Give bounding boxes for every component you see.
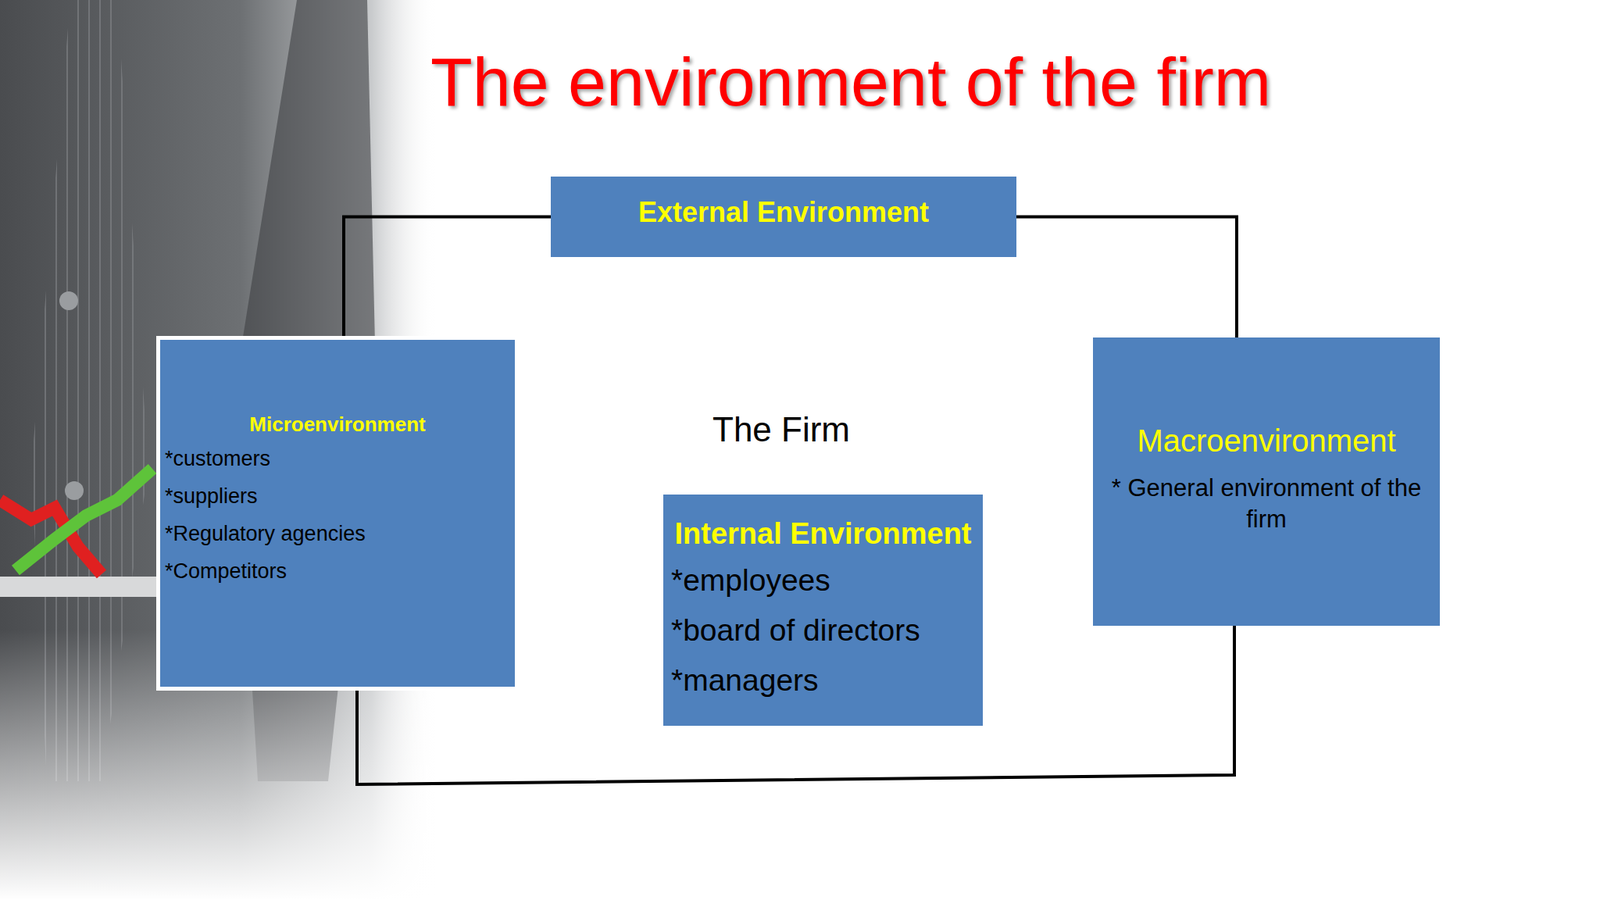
box-heading: Microenvironment xyxy=(160,408,515,440)
box-item: * General environment of the firm xyxy=(1092,472,1440,536)
box-heading: Internal Environment xyxy=(663,511,983,556)
box-item: *Regulatory agencies xyxy=(160,514,515,553)
connector-line xyxy=(343,217,551,337)
box-item: *customers xyxy=(160,439,515,478)
slide-title: The environment of the firm xyxy=(0,39,1600,125)
external-box: External Environment xyxy=(550,176,1017,258)
box-item: *suppliers xyxy=(160,477,515,515)
environment-box: Internal Environment*employees*board of … xyxy=(663,494,983,726)
center-label: The Firm xyxy=(712,410,850,450)
environment-box: Microenvironment*customers*suppliers*Reg… xyxy=(156,335,519,691)
box-item: *employees xyxy=(663,555,983,606)
box-item: *managers xyxy=(663,655,983,706)
environment-box: Macroenvironment * General environment of… xyxy=(1092,337,1440,626)
box-item: *Competitors xyxy=(160,552,515,590)
connector-line xyxy=(1016,217,1237,339)
box-heading: Macroenvironment xyxy=(1092,419,1440,462)
box-item: *board of directors xyxy=(663,605,983,656)
box-heading: External Environment xyxy=(635,195,933,230)
